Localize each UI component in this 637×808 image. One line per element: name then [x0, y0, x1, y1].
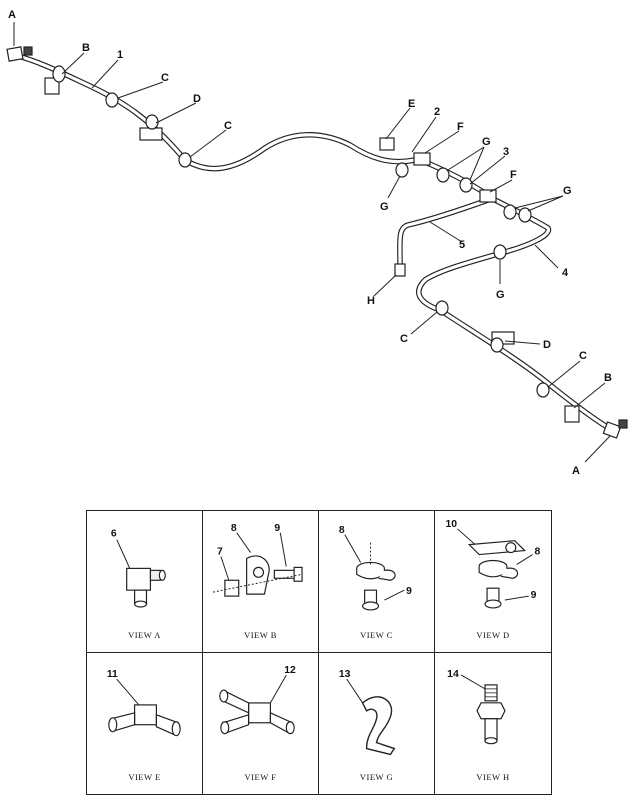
clamp-G-1: [436, 167, 450, 183]
clamp-B-low: [564, 405, 580, 423]
callout-D-low: D: [543, 339, 551, 351]
connector-H: [394, 263, 406, 277]
tee-union-icon: 12: [219, 665, 296, 734]
callout-H: H: [367, 295, 375, 307]
tee-fitting-F-top: [413, 152, 431, 166]
part-number-8: 8: [339, 525, 345, 536]
elbow-fitting-E: [379, 137, 395, 151]
view-h-label: VIEW H: [476, 772, 510, 782]
part-number-9: 9: [274, 523, 280, 534]
clamp-G-2: [459, 177, 473, 193]
clamp-D-top: [139, 127, 163, 141]
part-number-6: 6: [111, 529, 117, 540]
elbow-fitting-A-top: [6, 46, 24, 62]
view-d-cell: 10 8 9 VIEW D: [435, 511, 551, 653]
part-number-9: 9: [531, 590, 537, 601]
clamp-assembly-icon: 8 9 7: [212, 523, 303, 597]
callout-C-top2: C: [224, 120, 232, 132]
elbow-fitting-A-low: [602, 421, 622, 439]
callout-G-left: G: [380, 201, 389, 213]
part-number-7: 7: [217, 547, 223, 558]
callout-G-low: G: [496, 289, 505, 301]
clamp-C-top2: [178, 152, 192, 168]
detail-views-table: 6 VIEW A 8 9 7: [86, 510, 552, 795]
clamp-C-low1: [435, 300, 449, 316]
view-e-label: VIEW E: [128, 772, 161, 782]
view-c-cell: 8 9 VIEW C: [319, 511, 435, 653]
part-number-10: 10: [446, 519, 458, 530]
tee-fitting-F-mid: [479, 189, 497, 203]
view-f-cell: 12 VIEW F: [203, 652, 319, 794]
part-number-13: 13: [339, 669, 351, 680]
callout-C-low1: C: [400, 333, 408, 345]
tube-5: [397, 197, 491, 268]
view-a-cell: 6 VIEW A: [87, 511, 203, 653]
clamp-C-top1: [105, 92, 119, 108]
view-b-cell: 8 9 7 VIEW B: [203, 511, 319, 653]
view-g-label: VIEW G: [359, 772, 394, 782]
callout-G-top: G: [482, 136, 491, 148]
cushion-clamp-icon: 13: [339, 669, 396, 755]
clamp-G-left: [395, 162, 409, 178]
callout-1: 1: [117, 49, 123, 61]
callout-5: 5: [459, 239, 465, 251]
part-number-8: 8: [231, 523, 237, 534]
tube-1: [15, 53, 418, 172]
callout-C-low2: C: [579, 350, 587, 362]
view-a-label: VIEW A: [128, 629, 161, 640]
part-number-11: 11: [107, 669, 118, 680]
clamp-G-low: [493, 244, 507, 260]
callout-F-top: F: [457, 121, 464, 133]
view-g-cell: 13 VIEW G: [319, 652, 435, 794]
callout-3: 3: [503, 146, 509, 158]
callout-B-top: B: [82, 42, 90, 54]
elbow-fitting-icon: 6: [111, 529, 166, 608]
callout-D-top: D: [193, 93, 201, 105]
clamp-G-4: [518, 207, 532, 223]
clamp-G-3: [503, 204, 517, 220]
bracket-clamp-icon: 10 8 9: [446, 519, 541, 609]
view-b-label: VIEW B: [244, 629, 277, 640]
callout-B-low: B: [604, 372, 612, 384]
clamp-B-top: [44, 77, 60, 95]
part-number-12: 12: [284, 665, 296, 676]
view-e-cell: 11 VIEW E: [87, 652, 203, 794]
callout-A-top: A: [8, 9, 16, 21]
callout-C-top1: C: [161, 72, 169, 84]
view-c-label: VIEW C: [360, 629, 393, 640]
connector-fitting-icon: 14: [447, 668, 506, 744]
clamp-C-low2: [536, 382, 550, 398]
clamp-with-bolt-icon: 8 9: [339, 525, 412, 611]
elbow-union-icon: 11: [107, 669, 181, 736]
callout-A-low: A: [572, 465, 580, 477]
callout-2: 2: [434, 106, 440, 118]
callout-F-mid: F: [510, 169, 517, 181]
callout-4: 4: [562, 267, 569, 279]
view-d-label: VIEW D: [476, 629, 510, 640]
view-f-label: VIEW F: [244, 772, 277, 782]
part-number-8: 8: [535, 547, 541, 558]
view-h-cell: 14 VIEW H: [435, 653, 551, 795]
callout-G-right: G: [563, 185, 572, 197]
callout-E: E: [408, 98, 415, 110]
part-number-9: 9: [406, 586, 412, 597]
part-number-14: 14: [447, 668, 459, 679]
